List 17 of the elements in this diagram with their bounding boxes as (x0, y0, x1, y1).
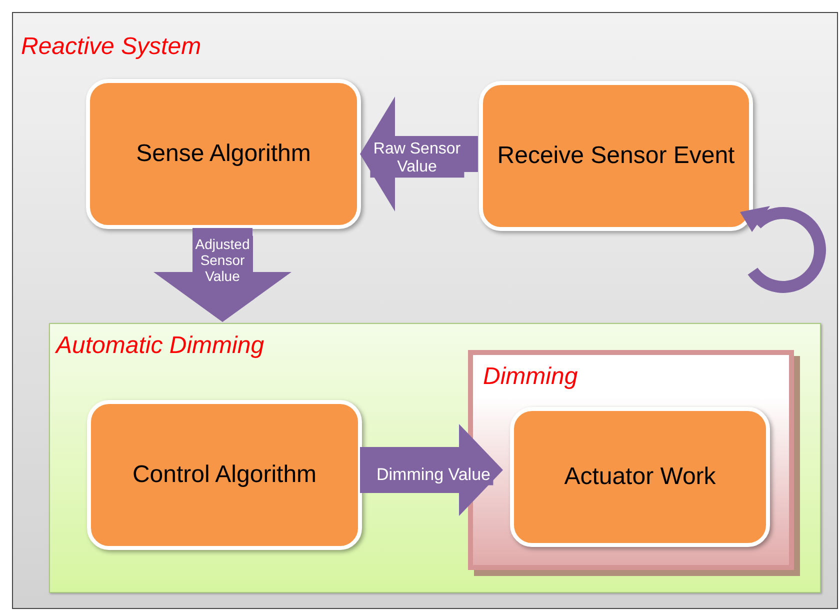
box-label: Sense Algorithm (135, 138, 312, 169)
panel-title: Automatic Dimming (56, 332, 264, 360)
box-label: Actuator Work (563, 462, 717, 492)
block-arrow (360, 424, 503, 516)
group-panel (12, 12, 838, 609)
edge-label: Raw Sensor Value (370, 140, 464, 178)
box-label: Receive Sensor Event (496, 140, 736, 171)
block-arrow (360, 96, 478, 212)
process-box (87, 400, 362, 550)
process-box (479, 81, 753, 231)
panel-title: Reactive System (21, 33, 202, 61)
process-box (510, 407, 770, 547)
process-box (86, 79, 361, 229)
block-arrow (154, 228, 292, 322)
group-panel (49, 323, 821, 593)
panel-title: Dimming (483, 363, 578, 391)
box-label: Control Algorithm (131, 460, 318, 490)
